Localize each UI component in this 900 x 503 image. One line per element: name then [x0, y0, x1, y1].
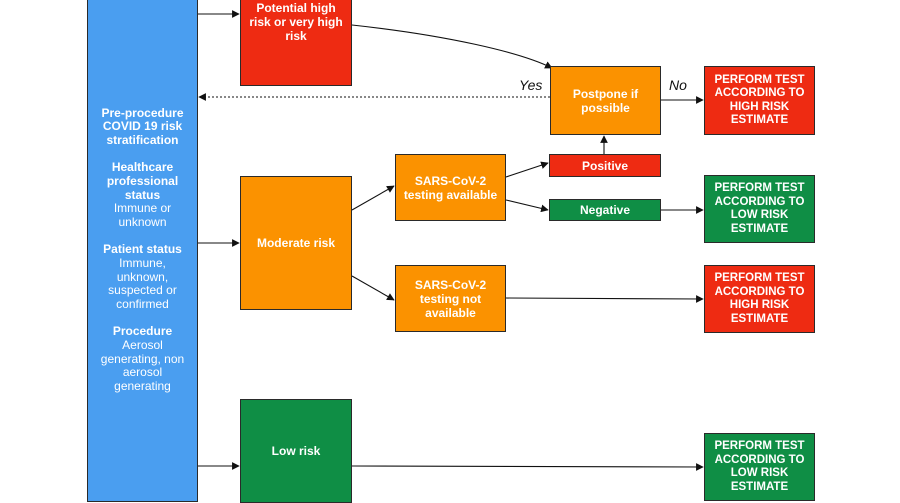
arrow-testing-to-positive: [505, 161, 549, 178]
arrow-moderate-to-testing-available: [351, 185, 395, 211]
low-risk-label: Low risk: [271, 444, 321, 458]
arrow-not-available-to-high-estimate: [505, 295, 704, 303]
sidebar-section-title: Pre-procedure COVID 19 risk stratificati…: [101, 105, 184, 147]
outcome-low-risk-estimate-2: PERFORM TEST ACCORDING TO LOW RISK ESTIM…: [704, 433, 815, 501]
testing-available-label: SARS-CoV-2 testing available: [403, 173, 498, 202]
arrow-low-risk-to-low-estimate: [351, 463, 704, 471]
negative-result-box: Negative: [549, 199, 661, 221]
sidebar-section-title: Procedure: [112, 324, 173, 339]
postpone-label: Postpone if possible: [572, 86, 639, 115]
sidebar-section-detail: Immune or unknown: [113, 201, 172, 229]
outcome-label: PERFORM TEST ACCORDING TO LOW RISK ESTIM…: [714, 440, 805, 493]
outcome-low-risk-estimate-1: PERFORM TEST ACCORDING TO LOW RISK ESTIM…: [704, 175, 815, 243]
moderate-risk-label: Moderate risk: [256, 236, 336, 250]
testing-available-box: SARS-CoV-2 testing available: [395, 154, 506, 221]
postpone-box: Postpone if possible: [550, 66, 661, 135]
outcome-high-risk-estimate-2: PERFORM TEST ACCORDING TO HIGH RISK ESTI…: [704, 265, 815, 333]
sidebar-section-healthcare-status: Healthcare professional status Immune or…: [94, 161, 191, 229]
arrow-high-risk-to-postpone: [351, 24, 553, 69]
testing-not-available-label: SARS-CoV-2 testing not available: [414, 277, 487, 320]
positive-result-label: Positive: [581, 158, 629, 173]
outcome-label: PERFORM TEST ACCORDING TO HIGH RISK ESTI…: [714, 272, 805, 325]
outcome-high-risk-estimate-1: PERFORM TEST ACCORDING TO HIGH RISK ESTI…: [704, 66, 815, 135]
moderate-risk-box: Moderate risk: [240, 176, 352, 310]
sidebar-section-detail: Aerosol generating, non aerosol generati…: [100, 337, 185, 393]
sidebar-section-detail: Immune, unknown, suspected or confirmed: [108, 256, 177, 311]
testing-not-available-box: SARS-CoV-2 testing not available: [395, 265, 506, 332]
yes-label: Yes: [519, 77, 543, 93]
sidebar-section-stratification: Pre-procedure COVID 19 risk stratificati…: [94, 105, 191, 148]
positive-result-box: Positive: [549, 154, 661, 177]
negative-result-label: Negative: [579, 203, 631, 217]
low-risk-box: Low risk: [240, 399, 352, 503]
sidebar-section-title: Patient status: [103, 242, 182, 257]
no-label: No: [669, 77, 687, 93]
outcome-label: PERFORM TEST ACCORDING TO HIGH RISK ESTI…: [714, 73, 805, 127]
sidebar-section-patient-status: Patient status Immune, unknown, suspecte…: [94, 243, 191, 311]
high-risk-label: Potential high risk or very high risk: [249, 1, 343, 43]
arrow-moderate-to-testing-not-available: [351, 275, 395, 301]
high-risk-box: Potential high risk or very high risk: [240, 0, 352, 86]
arrow-testing-to-negative: [505, 199, 549, 213]
sidebar-section-procedure: Procedure Aerosol generating, non aeroso…: [94, 325, 191, 393]
risk-stratification-panel: Pre-procedure COVID 19 risk stratificati…: [87, 0, 198, 502]
outcome-label: PERFORM TEST ACCORDING TO LOW RISK ESTIM…: [714, 182, 805, 235]
sidebar-section-title: Healthcare professional status: [106, 160, 179, 202]
